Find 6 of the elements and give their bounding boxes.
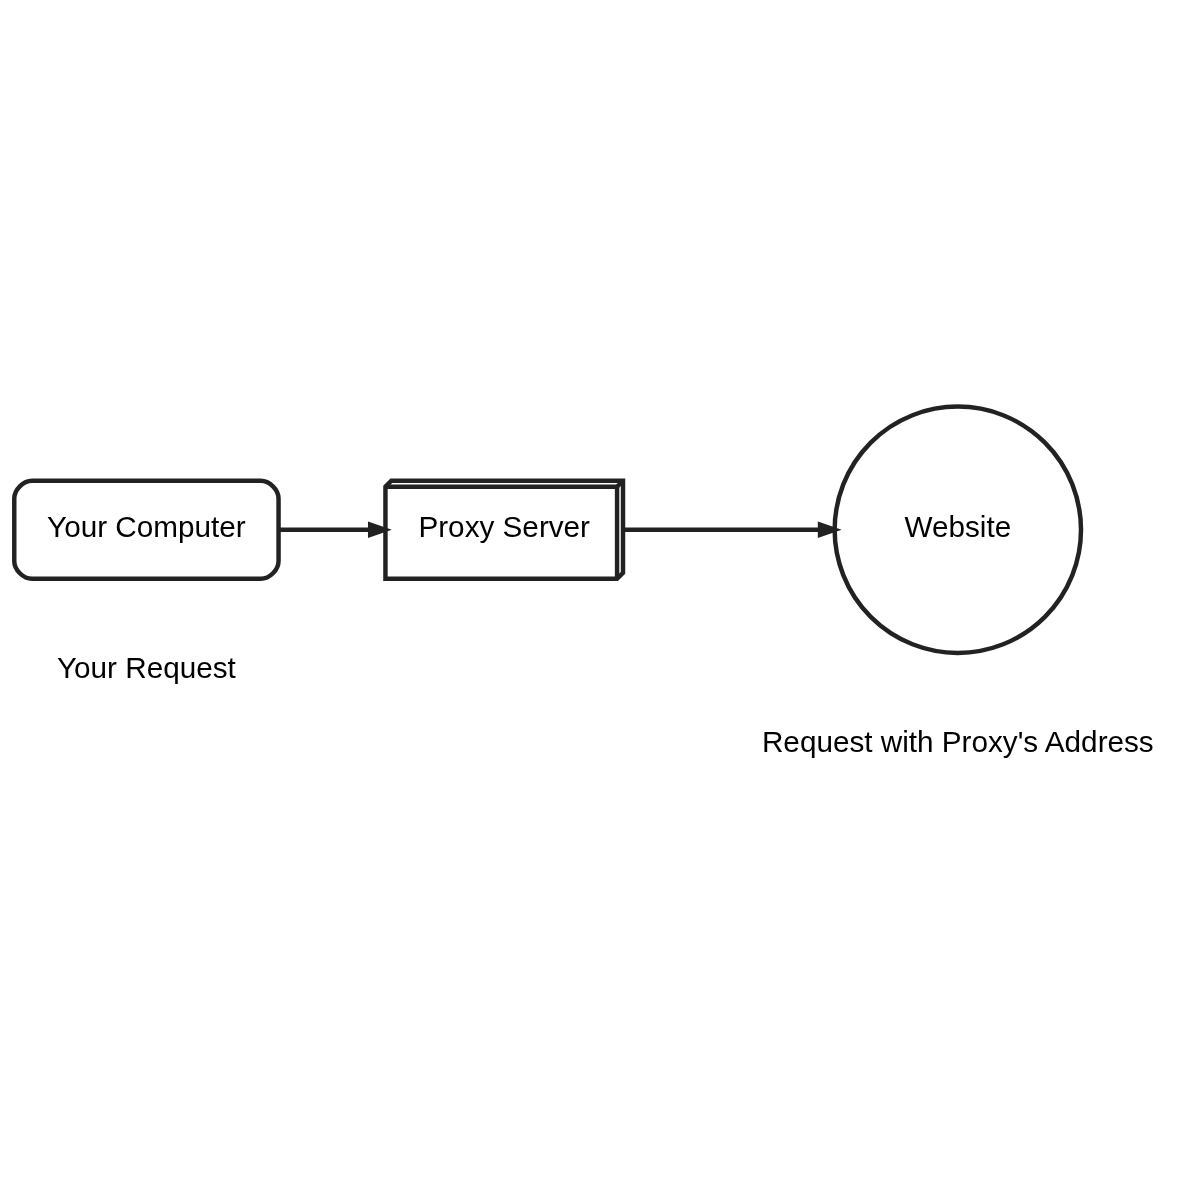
arrow: [279, 520, 392, 538]
node-circle: Website: [832, 403, 1084, 655]
arrow: [623, 520, 842, 538]
node-box: Your Computer: [12, 478, 281, 581]
node-label: Your Request: [57, 650, 236, 684]
node-label: Request with Proxy's Address: [761, 724, 1154, 758]
